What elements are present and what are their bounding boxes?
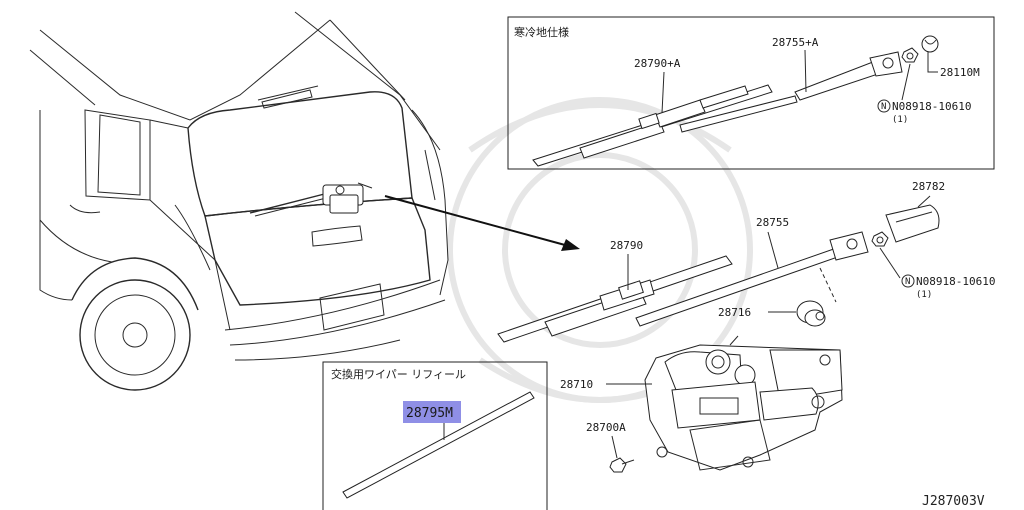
- cold-spec-wiper-blade[interactable]: [532, 84, 773, 167]
- label-nut-mid: N08918-10610: [916, 275, 995, 288]
- cold-spec-wiper-arm[interactable]: [794, 51, 903, 101]
- detail-arrow: [384, 195, 580, 251]
- wiper-arm-28755[interactable]: [635, 231, 869, 327]
- label-28700a: 28700A: [586, 421, 626, 434]
- arm-cap-28782[interactable]: [885, 204, 940, 243]
- label-28110m: 28110M: [940, 66, 980, 79]
- cold-spec-box: 寒冷地仕様 28790+A 28755+A N N08918-1061: [507, 16, 995, 170]
- label-nut-mid-qty: (1): [916, 290, 932, 300]
- svg-text:N: N: [905, 277, 910, 287]
- label-28716: 28716: [718, 306, 751, 319]
- label-28790-a: 28790+A: [634, 57, 681, 70]
- label-28710: 28710: [560, 378, 593, 391]
- arm-nut[interactable]: [871, 231, 889, 247]
- label-nut-top-qty: (1): [892, 115, 908, 125]
- label-28790: 28790: [610, 239, 643, 252]
- wiper-refill-strip[interactable]: [342, 391, 535, 499]
- label-nut-top: N08918-10610: [892, 100, 971, 113]
- car-rear-illustration: [29, 11, 449, 391]
- refill-title: 交換用ワイパー リフィール: [331, 367, 466, 381]
- wiper-motor-28710[interactable]: [644, 335, 843, 471]
- label-28795m[interactable]: 28795M: [406, 406, 453, 421]
- label-28782: 28782: [912, 180, 945, 193]
- refill-box: 交換用ワイパー リフィール 28795M: [322, 361, 548, 510]
- label-28755: 28755: [756, 216, 789, 229]
- pivot-cap-28716[interactable]: [796, 300, 826, 327]
- highlight-box: [403, 401, 461, 423]
- cold-spec-nut[interactable]: [901, 47, 919, 63]
- label-28755-a: 28755+A: [772, 36, 819, 49]
- bolt-28700a[interactable]: [609, 457, 635, 473]
- cold-spec-cap[interactable]: [921, 35, 939, 53]
- svg-text:N: N: [881, 102, 886, 112]
- wiper-blade-28790[interactable]: [497, 255, 733, 343]
- cold-spec-title: 寒冷地仕様: [514, 25, 569, 39]
- car-wiper-motor-detail: [322, 182, 373, 214]
- diagram-code: J287003V: [922, 494, 985, 509]
